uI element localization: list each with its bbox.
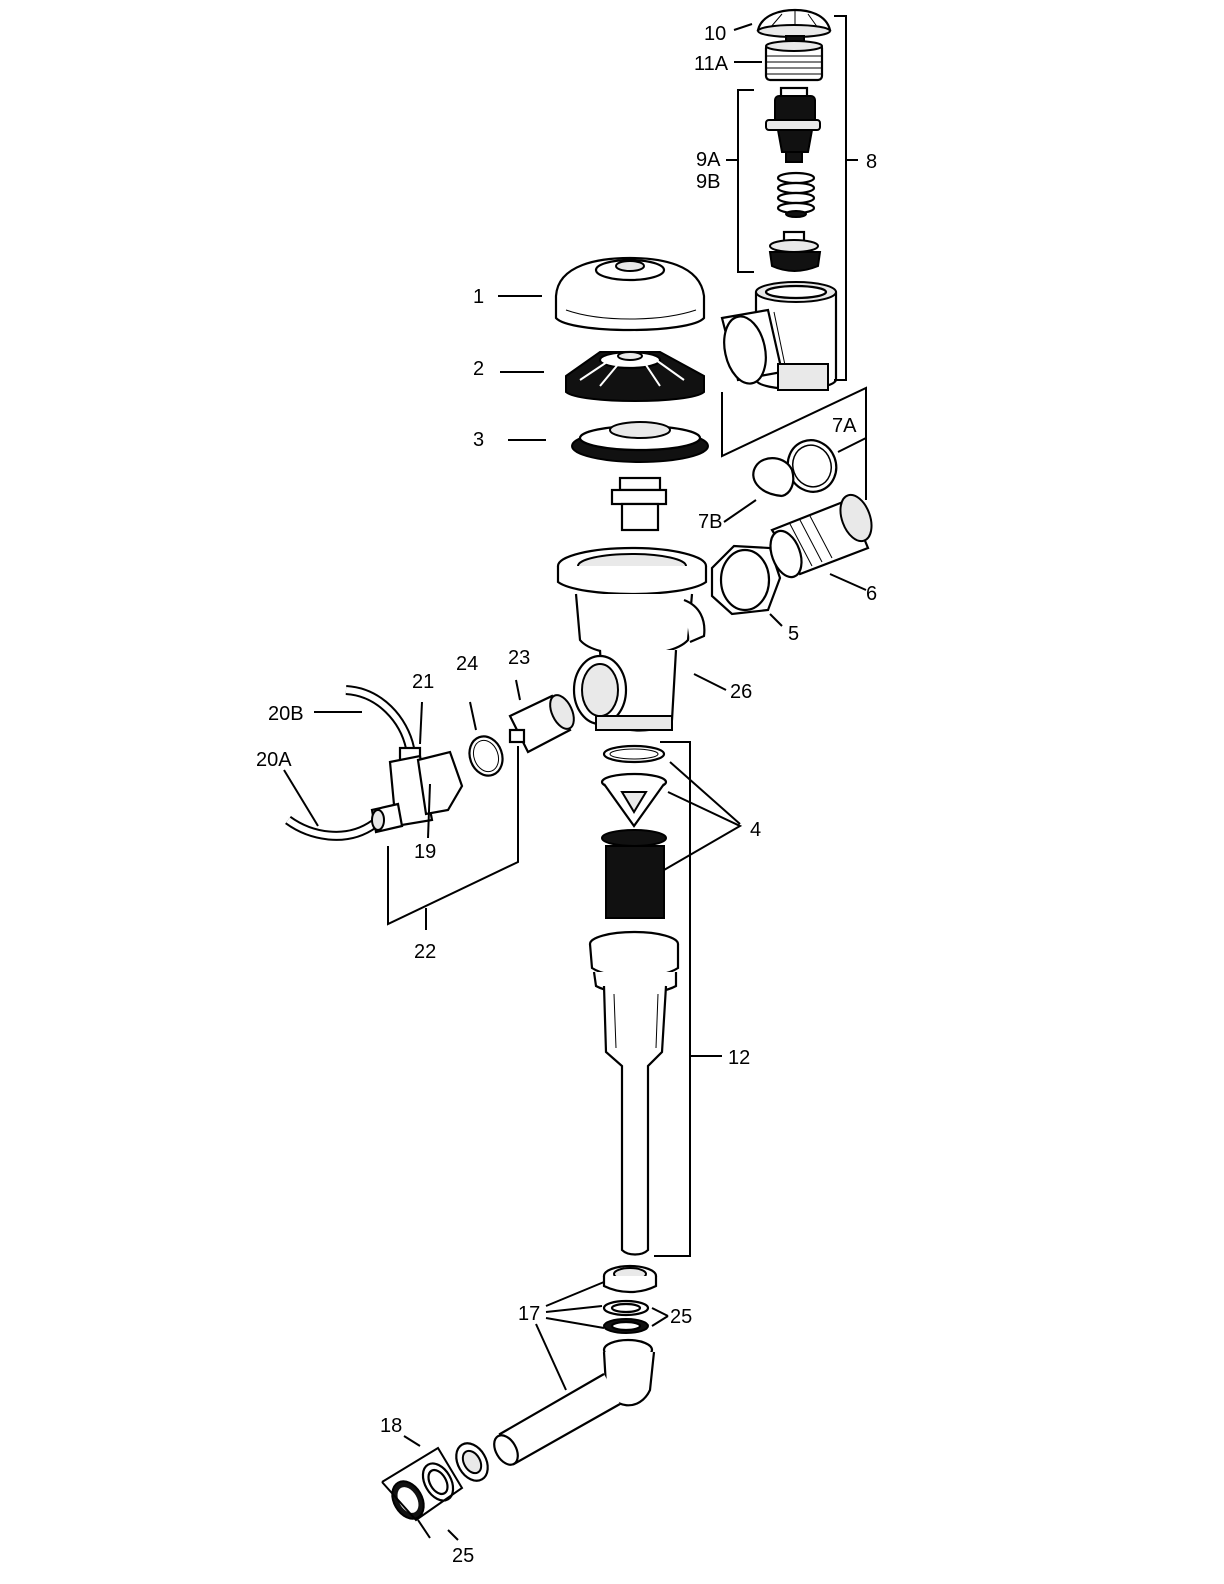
label-20B: 20B [268, 703, 304, 725]
vacuum-breaker-part-4 [600, 744, 668, 919]
spring-part-9B [776, 171, 816, 218]
label-8: 8 [866, 151, 877, 173]
label-12: 12 [728, 1047, 750, 1069]
inner-cover-part-2 [565, 350, 705, 402]
valve-body-part-26 [556, 546, 708, 732]
tube-part-20B [345, 685, 415, 750]
label-23: 23 [508, 647, 530, 669]
tube-part-20A [285, 815, 377, 841]
tailpiece-part-6 [769, 493, 873, 579]
retaining-ring-part-7B [752, 457, 795, 498]
label-2: 2 [473, 358, 484, 380]
stop-cartridge-part-9A [765, 86, 821, 163]
outer-cover-part-1 [554, 256, 706, 332]
label-9A: 9A [696, 149, 721, 171]
handle-coupling-part-19 [370, 746, 464, 834]
label-7A: 7A [832, 415, 857, 437]
label-5: 5 [788, 623, 799, 645]
label-7B: 7B [698, 511, 722, 533]
coupling-nut-part-5 [710, 544, 782, 616]
label-20A: 20A [256, 749, 292, 771]
bonnet-part-11A [764, 40, 824, 82]
label-18: 18 [380, 1415, 402, 1437]
label-3: 3 [473, 429, 484, 451]
label-9B: 9B [696, 171, 720, 193]
part-labels: 10 11A 9A 9B 8 1 2 3 7A 7B 6 5 26 24 23 … [256, 23, 877, 1567]
label-6: 6 [866, 583, 877, 605]
label-19: 19 [414, 841, 436, 863]
seat-part-9 [768, 230, 822, 272]
label-25-upper: 25 [670, 1306, 692, 1328]
spud-washers-part-25 [602, 1299, 650, 1334]
label-17: 17 [518, 1303, 540, 1325]
spud-coupling-part-18 [391, 1442, 489, 1520]
o-ring-part-7A [786, 439, 838, 493]
control-stop-body-part-8 [720, 281, 838, 391]
label-24: 24 [456, 653, 478, 675]
handle-part-10 [756, 8, 832, 45]
gasket-part-24 [468, 735, 504, 777]
elbow-spud-part-17 [493, 1338, 656, 1466]
label-26: 26 [730, 681, 752, 703]
label-22: 22 [414, 941, 436, 963]
leader-lines [283, 15, 867, 1541]
label-4: 4 [750, 819, 761, 841]
label-10: 10 [704, 23, 726, 45]
label-25-lower: 25 [452, 1545, 474, 1567]
diaphragm-part-3 [571, 421, 709, 532]
flush-connection-part-12 [588, 930, 680, 1256]
label-21: 21 [412, 671, 434, 693]
label-11A: 11A [694, 53, 729, 75]
spud-nut-part-17 [602, 1264, 658, 1294]
handle-socket-part-23 [508, 694, 575, 754]
label-1: 1 [473, 286, 484, 308]
